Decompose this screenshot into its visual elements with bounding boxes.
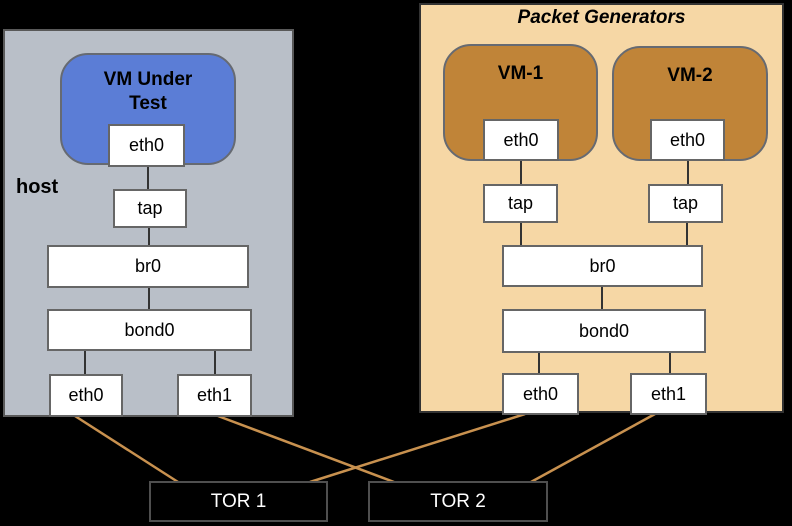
uplink-host-eth0-tor1 (74, 414, 179, 484)
gen-vm2-tap-node: tap (648, 184, 723, 223)
gen-vm1-eth0-node: eth0 (483, 119, 559, 161)
tor-1-box: TOR 1 (149, 481, 328, 522)
gen-eth0-node: eth0 (502, 373, 579, 415)
gen-vm1-box: VM-1 (443, 44, 598, 161)
gen-eth1-node: eth1 (630, 373, 707, 415)
packet-generators-title: Packet Generators (517, 7, 686, 28)
gen-bond0-node: bond0 (502, 309, 706, 353)
connector-lines (84, 157, 689, 378)
gen-vm2-title: VM-2 (667, 65, 713, 86)
host-panel-label: host (16, 176, 59, 198)
host-bond0-node: bond0 (47, 309, 252, 351)
host-eth0-node: eth0 (49, 374, 123, 417)
gen-vm1-tap-node: tap (483, 184, 558, 223)
uplink-host-eth1-tor2 (217, 414, 395, 484)
host-vm-eth0-node: eth0 (108, 124, 185, 167)
host-br0-node: br0 (47, 245, 249, 288)
tor-2-box: TOR 2 (368, 481, 548, 522)
host-eth1-node: eth1 (177, 374, 252, 417)
gen-br0-node: br0 (502, 245, 703, 287)
uplink-gen-eth1-tor2 (530, 412, 656, 484)
host-tap-node: tap (113, 189, 187, 228)
gen-vm1-title: VM-1 (497, 63, 544, 84)
uplink-gen-eth0-tor1 (309, 412, 526, 484)
vm-under-test-title: VM Under Test (103, 69, 193, 114)
uplink-lines (74, 412, 656, 484)
gen-vm2-eth0-node: eth0 (650, 119, 725, 161)
